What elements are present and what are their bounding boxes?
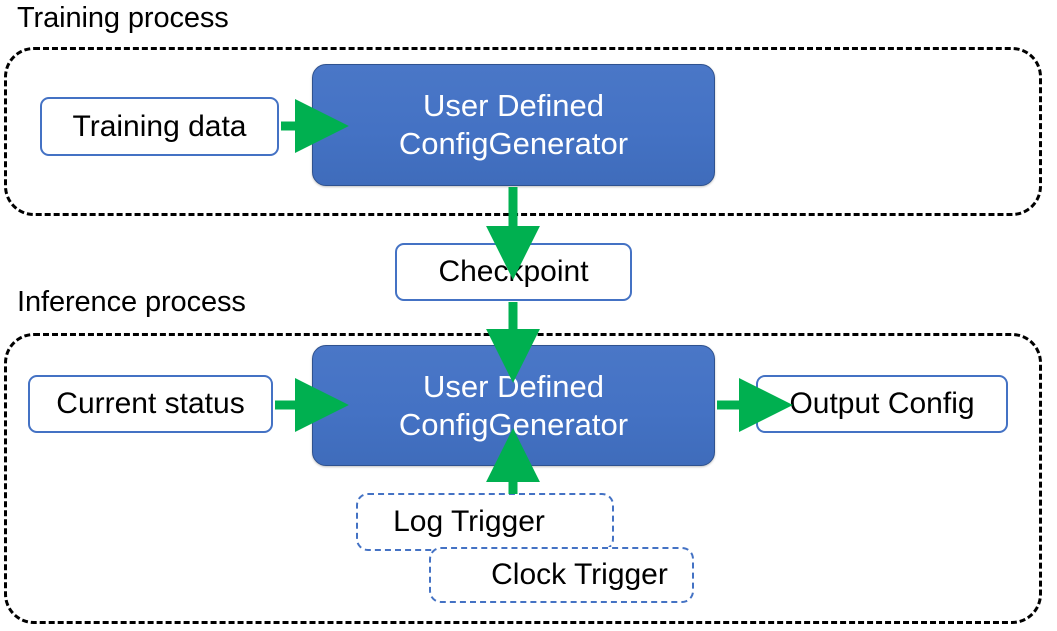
node-user-defined-configgenerator-inference[interactable]: User Defined ConfigGenerator (312, 345, 715, 466)
training-process-title: Training process (17, 2, 229, 34)
node-configgenerator-inference-line2: ConfigGenerator (398, 406, 629, 442)
training-process-container (4, 47, 1042, 216)
node-training-data-label: Training data (72, 109, 247, 143)
node-clock-trigger-label: Clock Trigger (491, 558, 668, 591)
node-checkpoint-label: Checkpoint (438, 255, 589, 288)
node-training-data[interactable]: Training data (40, 97, 279, 156)
node-output-config-label: Output Config (789, 387, 975, 420)
node-output-config[interactable]: Output Config (756, 375, 1008, 433)
node-current-status-label: Current status (56, 387, 245, 420)
inference-process-title: Inference process (17, 286, 246, 318)
node-clock-trigger[interactable]: Clock Trigger (429, 547, 694, 603)
node-configgenerator-inference-line1: User Defined (423, 368, 604, 404)
node-configgenerator-training-line1: User Defined (423, 88, 604, 123)
node-log-trigger-label: Log Trigger (393, 505, 545, 538)
node-configgenerator-training-line2: ConfigGenerator (398, 126, 629, 161)
node-checkpoint[interactable]: Checkpoint (395, 243, 632, 301)
node-user-defined-configgenerator-training[interactable]: User Defined ConfigGenerator (312, 64, 715, 186)
node-log-trigger[interactable]: Log Trigger (356, 493, 614, 551)
node-current-status[interactable]: Current status (28, 375, 273, 433)
